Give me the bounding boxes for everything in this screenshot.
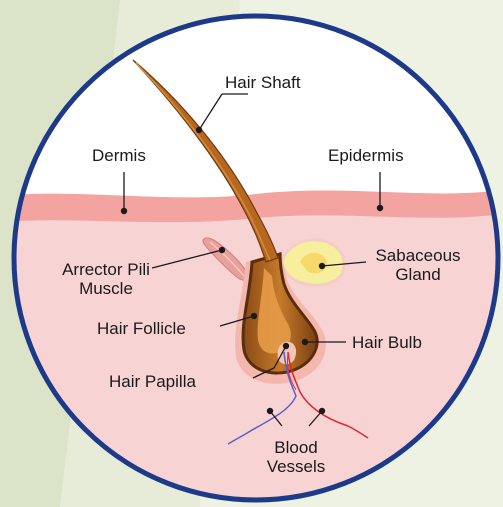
label-hair-papilla: Hair Papilla — [109, 372, 196, 391]
label-dermis: Dermis — [92, 146, 146, 165]
label-epidermis: Epidermis — [328, 146, 404, 165]
label-hair-bulb: Hair Bulb — [352, 333, 422, 352]
label-blood-line1: Blood — [254, 438, 338, 457]
label-blood-line2: Vessels — [254, 457, 338, 476]
label-arrector-pili-line2: Muscle — [50, 279, 162, 298]
label-arrector-pili-line1: Arrector Pili — [50, 260, 162, 279]
label-blood-vessels: Blood Vessels — [254, 438, 338, 476]
label-sebaceous-line2: Gland — [370, 265, 466, 284]
label-hair-follicle: Hair Follicle — [97, 319, 186, 338]
label-sebaceous-gland: Sabaceous Gland — [370, 246, 466, 284]
label-hair-shaft: Hair Shaft — [225, 73, 301, 92]
label-arrector-pili: Arrector Pili Muscle — [50, 260, 162, 298]
label-sebaceous-line1: Sabaceous — [370, 246, 466, 265]
